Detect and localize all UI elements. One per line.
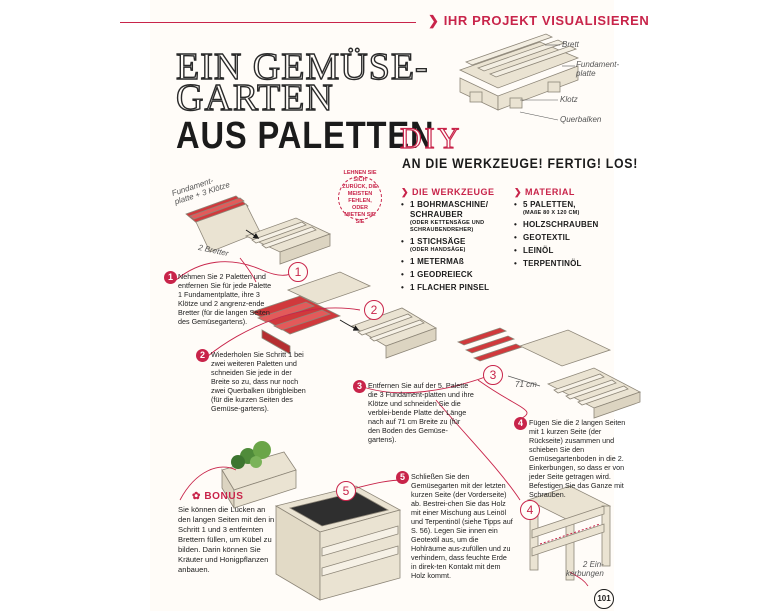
chevron-right-icon: ❯ <box>401 187 413 197</box>
werkzeuge-list: 1 BOHRMASCHINE/ SCHRAUBER(ODER KETTENSÄG… <box>401 200 511 296</box>
list-item: GEOTEXTIL <box>514 233 624 243</box>
item-main: 1 METERMAß <box>410 257 464 266</box>
section-rule <box>120 22 416 23</box>
item-sub: (MAßE 80 X 120 CM) <box>523 210 580 216</box>
flower-icon: ✿ <box>192 491 205 502</box>
bonus-heading: ✿ BONUS <box>192 491 243 502</box>
step2-illustration <box>251 271 437 359</box>
page-number: 101 <box>594 589 614 609</box>
step5-illustration <box>274 485 402 601</box>
connector-2 <box>207 307 361 357</box>
werkzeuge-heading: ❯ DIE WERKZEUGE <box>401 187 495 198</box>
list-item: 1 GEODREIECK <box>401 270 511 280</box>
material-heading: ❯ MATERIAL <box>514 187 575 198</box>
step-3-text: Entfernen Sie auf der 5. Palette die 3 F… <box>368 381 474 444</box>
pallet-anatomy-diagram <box>458 33 580 111</box>
connector-3 <box>359 375 489 394</box>
title-line-3: AUS PALETTEN <box>176 115 435 157</box>
step-marker-2: 2 <box>364 300 384 320</box>
section-tag-text: IHR PROJEKT VISUALISIEREN <box>443 13 650 28</box>
item-main: 1 STICHSÄGE <box>410 237 466 246</box>
diy-heading: DIY <box>399 121 463 155</box>
material-heading-text: MATERIAL <box>525 187 575 197</box>
list-item: HOLZSCHRAUBEN <box>514 220 624 230</box>
list-item: 1 FLACHER PINSEL <box>401 283 511 293</box>
item-main: TERPENTINÖL <box>523 259 582 268</box>
label-einkerbungen: 2 Ein- kerbungen <box>566 560 604 578</box>
label-fundamentplatte: Fundament- platte <box>576 60 620 78</box>
bonus-planter-illustration <box>221 441 297 510</box>
item-main: 1 BOHRMASCHINE/ SCHRAUBER <box>410 200 489 219</box>
list-item: 5 PALETTEN,(MAßE 80 X 120 CM) <box>514 200 624 217</box>
chevron-right-icon: ❯ <box>428 13 444 28</box>
step-number-3: 3 <box>353 380 366 393</box>
step-4-text: Fügen Sie die 2 langen Seiten mit 1 kurz… <box>529 418 626 499</box>
section-tag: ❯ IHR PROJEKT VISUALISIEREN <box>428 13 649 29</box>
bonus-heading-text: BONUS <box>204 491 244 502</box>
tagline: AN DIE WERKZEUGE! FERTIG! LOS! <box>402 155 639 171</box>
step-5-text: Schließen Sie den Gemüsegarten mit der l… <box>411 472 513 580</box>
step-number-1: 1 <box>164 271 177 284</box>
connector-6 <box>435 399 521 501</box>
step-number-5: 5 <box>396 471 409 484</box>
step3-illustration <box>456 327 642 419</box>
title-line-1: EIN GEMÜSE- <box>175 46 429 88</box>
step1-illustration <box>185 195 332 265</box>
step-number-2: 2 <box>196 349 209 362</box>
item-main: HOLZSCHRAUBEN <box>523 220 599 229</box>
label-klotz: Klotz <box>560 95 578 104</box>
step-marker-4: 4 <box>520 500 540 520</box>
list-item: TERPENTINÖL <box>514 259 624 269</box>
item-sub: (ODER KETTENSÄGE UND SCHRAUBENDREHER) <box>410 220 485 233</box>
material-list: 5 PALETTEN,(MAßE 80 X 120 CM) HOLZSCHRAU… <box>514 200 624 272</box>
connector-2bretter <box>239 257 257 283</box>
left-margin <box>0 0 150 611</box>
tip-badge: LEHNEN SIE SICH ZURÜCK, DIE MEISTEN FEHL… <box>338 170 382 225</box>
step-marker-3: 3 <box>483 365 503 385</box>
list-item: 1 BOHRMASCHINE/ SCHRAUBER(ODER KETTENSÄG… <box>401 200 511 234</box>
connector-bonus <box>179 466 237 501</box>
connector-einkerbungen <box>569 571 589 587</box>
list-item: LEINÖL <box>514 246 624 256</box>
step-2-text: Wiederholen Sie Schritt 1 bei zwei weite… <box>211 350 306 413</box>
list-item: 1 METERMAß <box>401 257 511 267</box>
label-brett: Brett <box>562 40 579 49</box>
right-margin <box>614 0 764 611</box>
step-number-4: 4 <box>514 417 527 430</box>
chevron-right-icon: ❯ <box>514 187 526 197</box>
step-marker-5: 5 <box>336 481 356 501</box>
werkzeuge-heading-text: DIE WERKZEUGE <box>412 187 495 197</box>
item-main: GEOTEXTIL <box>523 233 571 242</box>
list-item: 1 STICHSÄGE(ODER HANDSÄGE) <box>401 237 511 254</box>
title-line-2: GARTEN <box>175 77 334 119</box>
item-main: LEINÖL <box>523 246 554 255</box>
step-marker-1: 1 <box>288 262 308 282</box>
label-querbalken: Querbalken <box>560 115 602 124</box>
item-main: 1 GEODREIECK <box>410 270 473 279</box>
item-main: 5 PALETTEN, <box>523 200 576 209</box>
label-71cm: 71 cm <box>515 380 537 389</box>
item-sub: (ODER HANDSÄGE) <box>410 247 466 253</box>
item-main: 1 FLACHER PINSEL <box>410 283 490 292</box>
step-1-text: Nehmen Sie 2 Paletten und entfernen Sie … <box>178 272 272 326</box>
bonus-text: Sie können die Lücken an den langen Seit… <box>178 505 275 574</box>
